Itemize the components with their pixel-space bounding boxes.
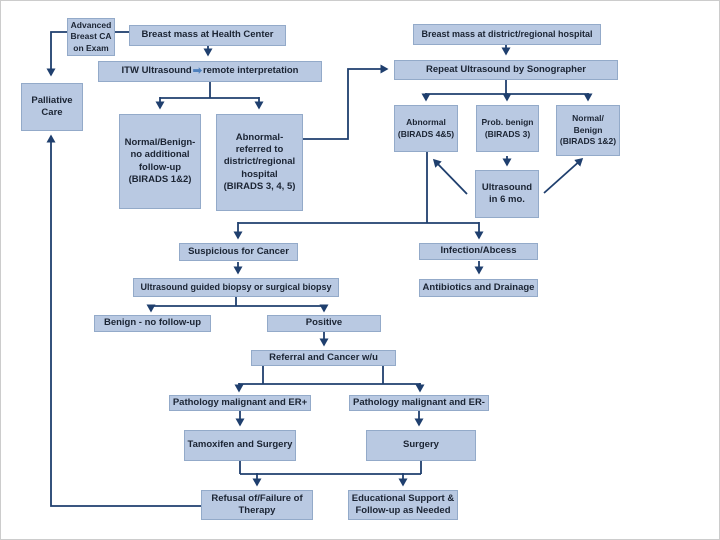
node-pathology-malignant-er-neg: Pathology malignant and ER-: [349, 395, 489, 411]
node-suspicious-for-cancer: Suspicious for Cancer: [179, 243, 298, 261]
connector-abnormal45-split: [233, 152, 484, 240]
node-referral-cancer-workup: Referral and Cancer w/u: [251, 350, 396, 366]
node-breast-mass-health-center: Breast mass at Health Center: [129, 25, 286, 46]
itw-label-left: ITW Ultrasound: [121, 65, 192, 77]
node-educational-support: Educational Support & Follow-up as Neede…: [348, 490, 458, 520]
node-tamoxifen-surgery: Tamoxifen and Surgery: [184, 430, 296, 461]
connector-itw-split: [155, 82, 264, 110]
node-itw-ultrasound: ITW Ultrasound ➡ remote interpretation: [98, 61, 322, 82]
connector-us6mo-to-abnormal45: [432, 158, 468, 195]
connector-referral-split: [234, 366, 425, 393]
node-normal-benign-birads12: Normal/ Benign (BIRADS 1&2): [556, 105, 620, 156]
node-abnormal-birads45: Abnormal (BIRADS 4&5): [394, 105, 458, 152]
node-refusal-failure-therapy: Refusal of/Failure of Therapy: [201, 490, 313, 520]
node-positive: Positive: [267, 315, 381, 332]
connector-advanced-to-palliative: [46, 31, 67, 77]
node-benign-no-followup: Benign - no follow-up: [94, 315, 211, 332]
connector-bottom-merge: [239, 461, 422, 487]
node-ultrasound-6mo: Ultrasound in 6 mo.: [475, 170, 539, 218]
node-surgery: Surgery: [366, 430, 476, 461]
connector-biopsy-split: [146, 297, 329, 313]
connector-abnormalreferred-to-repeat: [303, 64, 389, 140]
node-advanced-breast-ca: Advanced Breast CA on Exam: [67, 18, 115, 56]
node-pathology-malignant-er-pos: Pathology malignant and ER+: [169, 395, 311, 411]
node-breast-mass-district-hospital: Breast mass at district/regional hospita…: [413, 24, 601, 45]
node-infection-abcess: Infection/Abcess: [419, 243, 538, 260]
node-repeat-ultrasound-sonographer: Repeat Ultrasound by Sonographer: [394, 60, 618, 80]
right-arrow-icon: ➡: [192, 65, 202, 77]
itw-label-right: remote interpretation: [202, 65, 299, 77]
node-prob-benign-birads3: Prob. benign (BIRADS 3): [476, 105, 539, 152]
node-normal-benign-no-followup: Normal/Benign- no additional follow-up (…: [119, 114, 201, 209]
node-abnormal-referred: Abnormal- referred to district/regional …: [216, 114, 303, 211]
connector-repeat-split: [421, 80, 593, 102]
node-palliative-care: Palliative Care: [21, 83, 83, 131]
node-ultrasound-guided-biopsy: Ultrasound guided biopsy or surgical bio…: [133, 278, 339, 297]
connector-refusal-to-palliative: [46, 134, 201, 507]
connector-us6mo-to-normalbenign12: [543, 157, 584, 194]
node-antibiotics-drainage: Antibiotics and Drainage: [419, 279, 538, 297]
